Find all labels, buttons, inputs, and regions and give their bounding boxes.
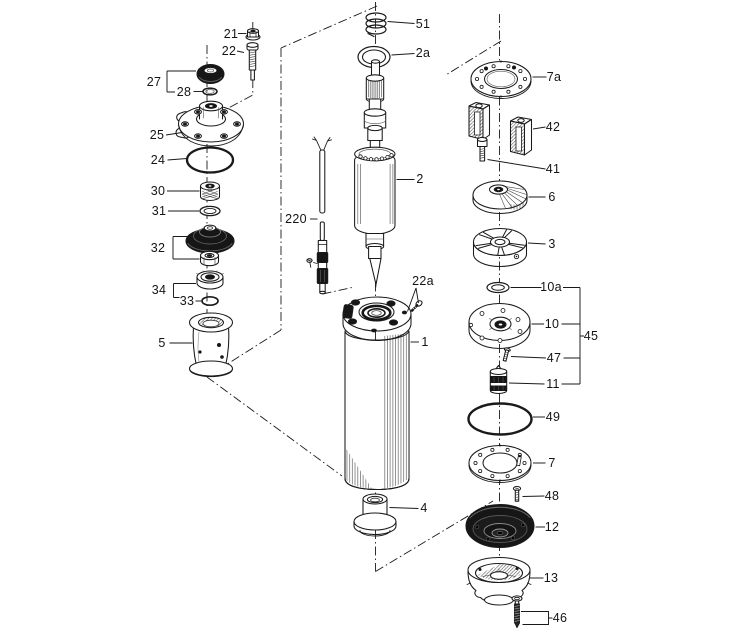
part-21-nut [245, 28, 261, 41]
part-34-bearing [196, 270, 224, 290]
part-label-46: 46 [552, 611, 568, 625]
part-6-impeller [472, 180, 528, 215]
part-label-3: 3 [548, 237, 556, 251]
part-22-screw [246, 42, 259, 81]
part-30-bushing [199, 181, 221, 202]
part-2-rotor [354, 59, 396, 288]
part-7a-flange-plate [470, 60, 532, 99]
part-51-spring [365, 12, 387, 38]
part-label-32: 32 [150, 241, 166, 255]
part-220-cable [306, 136, 332, 295]
part-label-42: 42 [545, 120, 561, 134]
part-11-plug [489, 364, 508, 394]
part-5-support-sleeve [188, 312, 234, 378]
part-label-25: 25 [149, 128, 165, 142]
part-label-13: 13 [543, 571, 559, 585]
part-label-11: 11 [546, 377, 560, 391]
part-label-31: 31 [151, 204, 167, 218]
part-label-12: 12 [544, 520, 560, 534]
part-label-4: 4 [420, 501, 428, 515]
part-24-o-ring [185, 146, 235, 174]
part-label-22a: 22a [412, 274, 434, 288]
part-32-diaphragm-and-nut [185, 224, 235, 267]
part-label-6: 6 [548, 190, 556, 204]
part-7-flange-plate [468, 444, 532, 483]
part-3-diffuser [472, 227, 528, 268]
part-47-pin-screw [502, 347, 511, 362]
part-label-2: 2 [416, 172, 424, 186]
part-27-seal [196, 63, 225, 85]
part-label-7a: 7a [546, 70, 562, 84]
part-label-49: 49 [545, 410, 561, 424]
part-label-24: 24 [150, 153, 166, 167]
part-label-45: 45 [583, 329, 599, 343]
part-label-33: 33 [179, 294, 195, 308]
part-13-bottom-bowl [466, 556, 532, 606]
part-33-o-ring [201, 295, 219, 307]
part-10-flange-disc [468, 302, 531, 349]
part-28-ring [202, 87, 218, 96]
part-49-o-ring [467, 402, 533, 436]
part-label-30: 30 [150, 184, 166, 198]
part-42-cable-guard-clamps [468, 101, 533, 156]
part-label-28: 28 [176, 85, 192, 99]
part-label-34: 34 [151, 283, 167, 297]
part-46-screw [511, 595, 523, 629]
part-label-10: 10 [544, 317, 560, 331]
part-label-27: 27 [146, 75, 162, 89]
part-label-220: 220 [285, 212, 307, 226]
part-label-48: 48 [544, 489, 560, 503]
part-25-bearing-flange [175, 100, 245, 147]
part-label-22: 22 [221, 44, 237, 58]
part-31-ring [199, 205, 221, 217]
part-41-bolt [476, 136, 488, 162]
part-label-2a: 2a [415, 46, 431, 60]
part-label-47: 47 [546, 351, 562, 365]
leader-lines [165, 21, 584, 625]
part-22a-screw [410, 300, 423, 312]
part-label-21: 21 [223, 27, 239, 41]
part-10a-ring [486, 281, 510, 294]
part-1-stator-housing [342, 296, 412, 491]
part-label-1: 1 [421, 335, 429, 349]
part-4-bushing [353, 493, 397, 537]
part-label-7: 7 [548, 456, 556, 470]
part-label-41: 41 [545, 162, 561, 176]
part-label-51: 51 [415, 17, 431, 31]
part-48-screw [512, 485, 522, 502]
part-label-5: 5 [158, 336, 166, 350]
part-12-diaphragm-bowl [465, 503, 535, 549]
part-label-10a: 10a [540, 280, 562, 294]
